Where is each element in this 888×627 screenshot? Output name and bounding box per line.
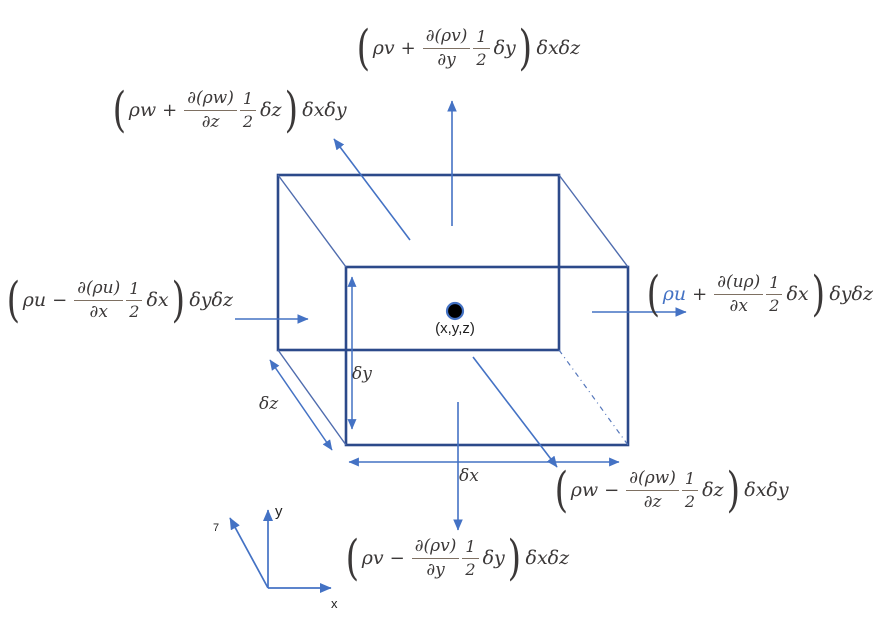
paren-close: ) [284, 82, 298, 138]
half-fraction: 1 2 [473, 27, 490, 69]
dimension-label-dz: δz [259, 394, 279, 414]
box-edge-top-right [558, 174, 629, 268]
derivative-fraction: ∂(ρu) ∂x [74, 278, 124, 322]
flux-label-left: ( ρu − ∂(ρu) ∂x 1 2 δx ) δyδz [6, 276, 233, 324]
paren-open: ( [6, 272, 21, 328]
fraction-numerator: ∂(ρv) [411, 536, 460, 559]
fraction-denominator: ∂z [201, 111, 220, 132]
flux-label-bottom-right: ( ρw − ∂(ρw) ∂z 1 2 δz ) δxδy [554, 466, 789, 514]
x-axis-label: x [331, 596, 338, 611]
term-lead: ρu [22, 289, 47, 311]
operator: − [52, 289, 68, 311]
derivative-fraction: ∂(ρw) ∂z [626, 468, 679, 512]
derivative-fraction: ∂(ρv) ∂y [411, 536, 460, 580]
derivative-fraction: ∂(ρw) ∂z [184, 88, 237, 132]
fraction-numerator: ∂(ρv) [422, 26, 471, 49]
fraction-numerator: 1 [239, 89, 257, 111]
fraction-numerator: 1 [766, 273, 783, 295]
fraction-denominator: 2 [476, 49, 487, 69]
box-front-face [344, 265, 630, 447]
fraction-denominator: 2 [684, 491, 696, 511]
fraction-denominator: 2 [129, 301, 140, 321]
fraction-denominator: 2 [465, 559, 476, 579]
fraction-numerator: ∂(uρ) [714, 272, 764, 295]
term-delta: δz [702, 479, 724, 501]
term-delta: δy [482, 547, 505, 569]
fraction-denominator: ∂y [426, 559, 445, 580]
fraction-denominator: 2 [242, 111, 254, 131]
paren-open: ( [345, 530, 360, 586]
paren-close: ) [811, 266, 825, 322]
term-delta: δx [146, 289, 169, 311]
z-axis-arrow-icon [229, 517, 269, 589]
half-fraction: 1 2 [462, 537, 479, 579]
term-lead: ρv [372, 37, 395, 59]
operator: − [604, 479, 620, 501]
half-fraction: 1 2 [766, 273, 783, 315]
flux-arrow-front-icon [472, 356, 558, 468]
term-outside-area: δyδz [189, 289, 233, 311]
paren-close: ) [726, 462, 740, 518]
dimension-label-dx: δx [459, 466, 479, 486]
paren-open: ( [112, 82, 127, 138]
center-point-label: (x,y,z) [435, 320, 475, 337]
paren-close: ) [507, 530, 521, 586]
fraction-denominator: ∂z [643, 491, 662, 512]
flux-label-right: ( ρu + ∂(uρ) ∂x 1 2 δx ) δyδz [646, 270, 873, 318]
term-lead: ρw [128, 99, 157, 121]
fraction-numerator: ∂(ρw) [184, 88, 237, 111]
flux-label-bottom: ( ρv − ∂(ρv) ∂y 1 2 δy ) δxδz [345, 534, 569, 582]
y-axis-label: y [275, 503, 283, 520]
term-outside-area: δxδy [744, 479, 789, 501]
flux-label-top: ( ρv + ∂(ρv) ∂y 1 2 δy ) δxδz [356, 24, 580, 72]
fraction-denominator: ∂x [729, 295, 748, 316]
flux-arrow-upper-left-icon [333, 138, 411, 241]
paren-close: ) [518, 20, 532, 76]
fraction-denominator: ∂x [89, 301, 108, 322]
paren-open: ( [554, 462, 569, 518]
half-fraction: 1 2 [126, 279, 143, 321]
term-lead: ρu [662, 283, 687, 305]
operator: + [162, 99, 178, 121]
dimension-arrow-dz-icon [269, 359, 333, 451]
operator: + [692, 283, 708, 305]
term-delta: δx [786, 283, 809, 305]
box-edge-top-left [277, 174, 347, 268]
box-edge-bottom-right-hidden [558, 349, 629, 446]
term-outside-area: δxδy [302, 99, 347, 121]
fraction-denominator: 2 [769, 295, 780, 315]
operator: − [389, 547, 405, 569]
dimension-label-dy: δy [352, 364, 372, 384]
paren-open: ( [646, 266, 661, 322]
fraction-numerator: 1 [126, 279, 143, 301]
center-point-dot [445, 301, 465, 321]
derivative-fraction: ∂(ρv) ∂y [422, 26, 471, 70]
term-outside-area: δxδz [525, 547, 570, 569]
term-delta: δy [493, 37, 516, 59]
fraction-numerator: 1 [462, 537, 479, 559]
box-edge-bottom-left [277, 349, 347, 446]
term-delta: δz [260, 99, 282, 121]
term-lead: ρw [570, 479, 599, 501]
derivative-fraction: ∂(uρ) ∂x [714, 272, 764, 316]
fraction-numerator: ∂(ρu) [74, 278, 124, 301]
fraction-numerator: ∂(ρw) [626, 468, 679, 491]
term-outside-area: δyδz [829, 283, 873, 305]
fraction-denominator: ∂y [437, 49, 456, 70]
operator: + [400, 37, 416, 59]
fraction-numerator: 1 [681, 469, 699, 491]
term-outside-area: δxδz [536, 37, 581, 59]
fraction-numerator: 1 [473, 27, 490, 49]
paren-close: ) [171, 272, 185, 328]
term-lead: ρv [361, 547, 384, 569]
paren-open: ( [356, 20, 371, 76]
half-fraction: 1 2 [239, 89, 257, 131]
box-back-face [276, 173, 561, 352]
half-fraction: 1 2 [681, 469, 699, 511]
flux-label-upper-left: ( ρw + ∂(ρw) ∂z 1 2 δz ) δxδy [112, 86, 347, 134]
z-axis-label: 7 [213, 522, 220, 534]
